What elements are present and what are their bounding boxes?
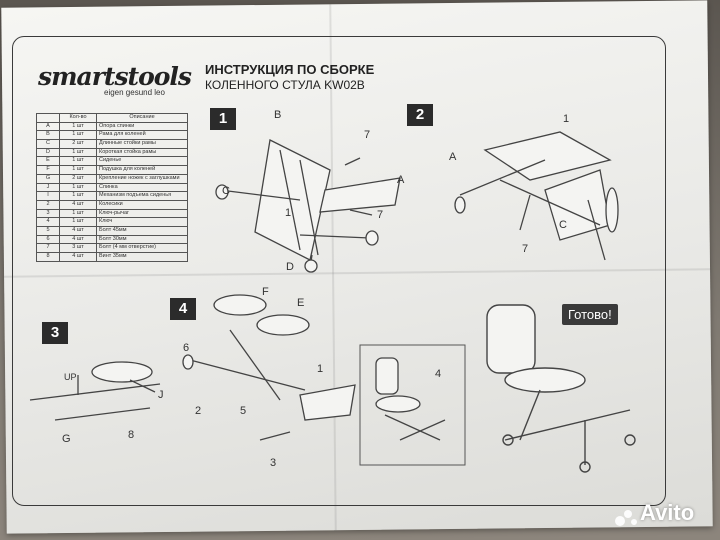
callout-7-b: 7 [377,209,383,221]
callout-step2-a: A [449,151,457,163]
callout-up: UP [64,372,77,382]
step-4-badge: 4 [170,298,196,320]
step-1-drawing [215,139,401,273]
callout-7-a: 7 [364,129,370,141]
step-4b-drawing [359,344,466,466]
callout-e: E [297,297,304,309]
avito-logo-icon [615,510,637,526]
callout-b: B [274,109,281,121]
callout-c: C [222,185,230,197]
callout-step4-1: 1 [317,363,323,375]
callout-j: J [158,389,164,401]
part-desc: Винт 35мм [96,252,188,262]
callout-step2-1: 1 [563,113,569,125]
brand-tagline: eigen gesund leo [104,88,165,97]
callout-1: 1 [285,207,291,219]
page-subtitle: КОЛЕННОГО СТУЛА KW02B [205,78,365,92]
brand-logo: smartstools [38,62,192,91]
watermark: Avito [640,500,695,525]
callout-step4b-4: 4 [435,368,441,380]
step-3-drawing [29,361,161,421]
callout-f: F [262,286,269,298]
step-4-drawing [182,294,356,441]
callout-6: 6 [183,342,189,354]
page-title: ИНСТРУКЦИЯ ПО СБОРКЕ [205,62,375,77]
callout-step2-7: 7 [522,243,528,255]
sheet-border [12,36,666,506]
callout-g: G [62,433,71,445]
callout-step2-c: C [559,219,567,231]
step-1-badge: 1 [210,108,236,130]
finished-chair-drawing [486,304,636,473]
callout-d: D [286,261,294,273]
callout-5: 5 [240,405,246,417]
step-3-badge: 3 [42,322,68,344]
step-2-drawing [454,131,619,261]
callout-2: 2 [195,405,201,417]
done-badge: Готово! [562,304,618,325]
callout-a: A [397,174,405,186]
callout-8: 8 [128,429,134,441]
callout-3: 3 [270,457,276,469]
step-2-badge: 2 [407,104,433,126]
